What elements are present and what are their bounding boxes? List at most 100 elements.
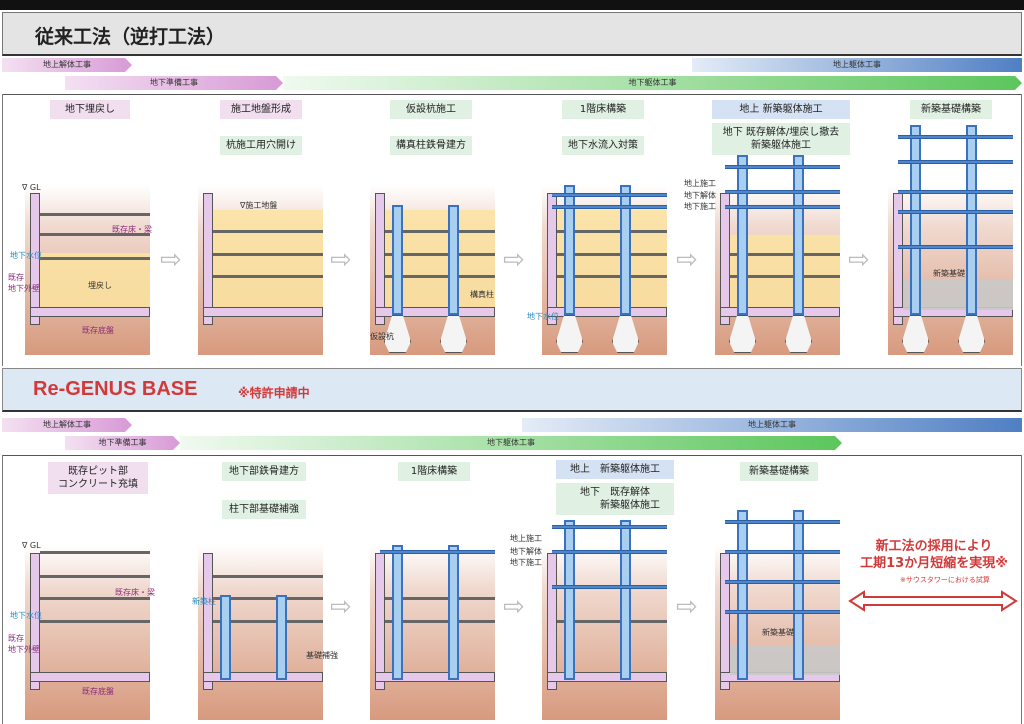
new-foundation <box>903 280 1013 310</box>
conventional-step4-note-water: 地下水位 <box>527 312 559 321</box>
existing-wall <box>375 553 385 690</box>
conventional-step5-label: 地上 新築躯体施工 <box>712 100 850 119</box>
conventional-step1-label: 地下埋戻し <box>50 100 130 119</box>
existing-wall <box>203 553 213 690</box>
gantt-below-prep: 地下準備工事 <box>65 76 283 90</box>
new-beam <box>898 160 1013 164</box>
result-note: ※サウスタワーにおける試算 <box>900 576 990 584</box>
new-beam <box>725 165 840 169</box>
conventional-step3-label: 仮設杭施工 <box>390 100 472 119</box>
steel-column <box>392 545 403 680</box>
regenus-step4-note-below: 地下解体 地下施工 <box>510 547 542 567</box>
existing-slab <box>720 307 840 317</box>
steel-column <box>620 185 631 315</box>
new-beam <box>725 580 840 584</box>
existing-floor <box>557 620 667 623</box>
existing-wall <box>720 553 730 690</box>
existing-floor <box>40 233 150 236</box>
conventional-title: 従来工法（逆打工法） <box>35 26 226 48</box>
existing-floor <box>385 275 495 278</box>
result-line1: 新工法の採用により <box>875 539 993 554</box>
steel-column <box>737 510 748 680</box>
gantt-below-frame: 地下躯体工事 <box>283 76 1022 90</box>
conventional-step6-label: 新築基礎構築 <box>910 100 992 119</box>
new-beam <box>725 520 840 524</box>
new-beam <box>725 205 840 209</box>
conventional-step2-label: 施工地盤形成 <box>220 100 302 119</box>
conventional-step1-note-backfill: 埋戻し <box>88 281 112 290</box>
gantt-above-demolition: 地上解体工事 <box>2 58 132 72</box>
result-text: 新工法の採用により 工期13か月短縮を実現※ <box>848 538 1020 572</box>
existing-floor <box>557 275 667 278</box>
steel-column <box>793 155 804 315</box>
regenus-step2-label: 地下部鉄骨建方 <box>222 462 306 481</box>
regenus-steps <box>2 455 1022 724</box>
regenus-header: Re-GENUS BASE ※特許申請中 <box>2 368 1022 412</box>
regenus-step4-note-above: 地上施工 <box>510 534 542 543</box>
patent-note: ※特許申請中 <box>238 386 310 400</box>
existing-slab <box>203 672 323 682</box>
existing-floor <box>213 620 323 623</box>
new-beam <box>552 205 667 209</box>
new-beam <box>725 190 840 194</box>
existing-floor <box>385 253 495 256</box>
soil-block <box>715 545 840 720</box>
new-beam <box>898 190 1013 194</box>
result-line2: 工期13か月短縮を実現※ <box>860 556 1008 571</box>
divider <box>2 94 1022 95</box>
regenus-title: Re-GENUS BASE <box>33 378 198 400</box>
existing-slab <box>547 307 667 317</box>
steel-column <box>392 205 403 315</box>
new-beam <box>380 550 495 554</box>
existing-floor <box>40 620 150 623</box>
soil-block <box>370 545 495 720</box>
steel-column <box>966 125 977 315</box>
existing-floor <box>40 551 150 554</box>
next-step-arrow-icon: ⇨ <box>676 245 698 275</box>
conventional-step6-note-foundation: 新築基礎 <box>933 269 965 278</box>
regenus-step4-label: 地下 既存解体 新築躯体施工 <box>556 483 674 515</box>
existing-floor <box>213 575 323 578</box>
backfill-area <box>40 253 150 307</box>
existing-slab <box>203 307 323 317</box>
steel-column <box>737 155 748 315</box>
steel-column <box>910 125 921 315</box>
existing-floor <box>40 597 150 600</box>
conventional-step4-label: 地下水流入対策 <box>562 136 644 155</box>
conventional-step2-note-ground: ∇施工地盤 <box>240 201 278 210</box>
existing-floor <box>385 597 495 600</box>
conventional-step5-label: 地下 既存解体/埋戻し撤去 新築躯体施工 <box>712 123 850 155</box>
regenus-step1-note-slab: 既存底盤 <box>82 687 114 696</box>
existing-floor <box>40 575 150 578</box>
existing-wall <box>203 193 213 325</box>
regenus-step1-note-gl: ∇ GL <box>22 541 41 550</box>
soil-block <box>198 545 323 720</box>
conventional-step5-note-above: 地上施工 <box>684 179 716 188</box>
existing-floor <box>385 620 495 623</box>
existing-floor <box>40 213 150 216</box>
steel-column <box>620 520 631 680</box>
existing-wall <box>547 553 557 690</box>
existing-floor <box>730 253 840 256</box>
regenus-step3-label: 1階床構築 <box>398 462 470 481</box>
soil-block <box>25 545 150 720</box>
new-beam <box>552 585 667 589</box>
top-bar <box>0 0 1024 10</box>
existing-slab <box>30 672 150 682</box>
backfill-area <box>730 235 840 307</box>
conventional-step3-label: 構真柱鉄骨建方 <box>390 136 472 155</box>
conventional-step1-note-gl: ∇ GL <box>22 183 41 192</box>
existing-floor <box>40 257 150 260</box>
next-step-arrow-icon: ⇨ <box>676 592 698 622</box>
existing-floor <box>213 230 323 233</box>
conventional-step2-label: 杭施工用穴開け <box>220 136 302 155</box>
next-step-arrow-icon: ⇨ <box>503 592 525 622</box>
conventional-step1-note-wall: 既存 地下外壁 <box>8 273 40 293</box>
regenus-step2-label: 柱下部基礎補強 <box>222 500 306 519</box>
existing-wall <box>547 193 557 325</box>
gantt-above-frame-2: 地上躯体工事 <box>522 418 1022 432</box>
new-foundation <box>730 645 840 675</box>
new-beam <box>898 245 1013 249</box>
new-beam <box>552 525 667 529</box>
conventional-steps <box>2 94 1022 366</box>
